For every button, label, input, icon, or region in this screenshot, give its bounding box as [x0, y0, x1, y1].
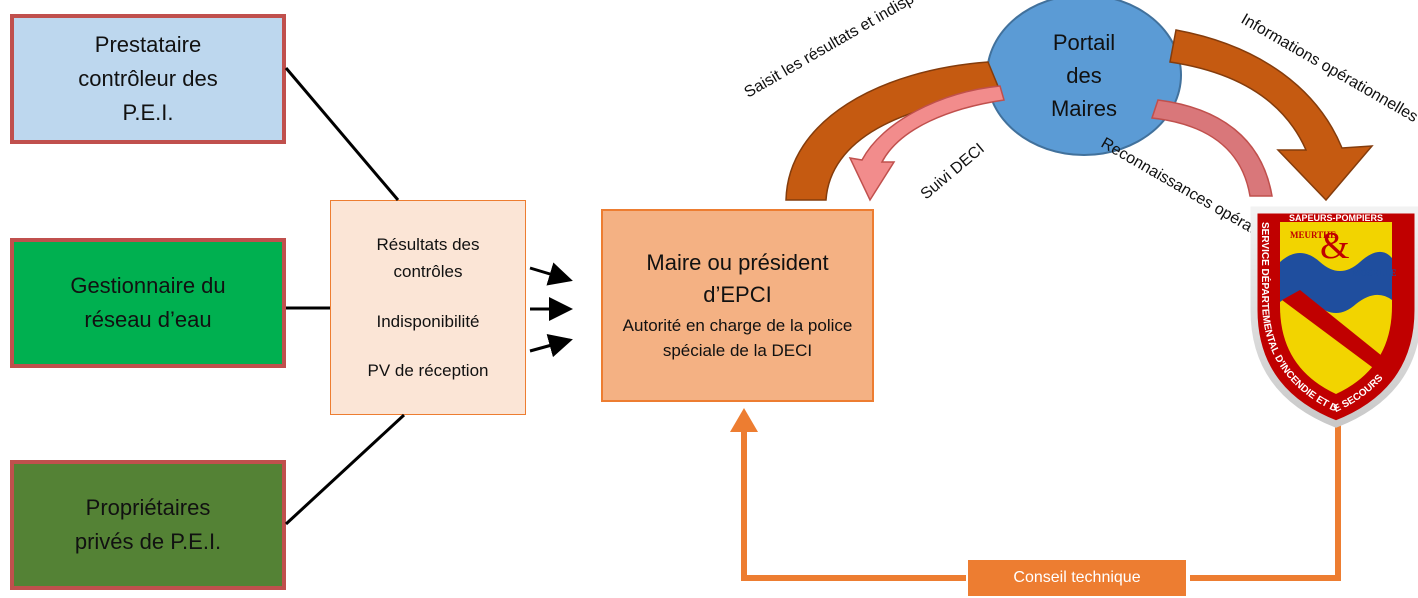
- document-indisponibilite: Indisponibilité: [376, 311, 480, 331]
- documents-box: Résultats des contrôles Indisponibilité …: [330, 200, 526, 415]
- logo-meurthe: MEURTHE: [1290, 230, 1336, 240]
- logo-moselle: MOSELLE: [1352, 268, 1397, 278]
- document-resultats: Résultats des contrôles: [376, 235, 480, 282]
- sdis-logo: SAPEURS-POMPIERS MEURTHE & MOSELLE SERVI…: [1250, 206, 1418, 428]
- conseil-technique-label-box: Conseil technique: [968, 560, 1186, 596]
- maire-title: Maire ou président d’EPCI: [646, 250, 829, 307]
- line-proprietaires-documents: [284, 413, 406, 526]
- conseil-loop-line-left: [741, 428, 966, 581]
- arrow-reconnaissances: [1150, 99, 1273, 197]
- arrow-suivi-deci: [848, 85, 1005, 202]
- conseil-loop-line: [1190, 424, 1341, 581]
- conseil-technique-label: Conseil technique: [1013, 569, 1141, 586]
- arrow-resultats: [529, 262, 573, 286]
- gestionnaire-label: Gestionnaire du réseau d’eau: [70, 272, 226, 332]
- prestataire-label: Prestataire contrôleur des P.E.I.: [78, 31, 218, 126]
- logo-amp: &: [1320, 225, 1350, 267]
- portail-des-maires: Portail des Maires: [986, 0, 1182, 156]
- prestataire-box: Prestataire contrôleur des P.E.I.: [10, 14, 286, 144]
- proprietaires-box: Propriétaires privés de P.E.I.: [10, 460, 286, 590]
- logo-top-text: SAPEURS-POMPIERS: [1289, 213, 1383, 223]
- conseil-arrowhead: [730, 408, 758, 432]
- gestionnaire-box: Gestionnaire du réseau d’eau: [10, 238, 286, 368]
- portail-label: Portail des Maires: [1050, 29, 1117, 121]
- logo-red-stripe: [1282, 290, 1392, 376]
- proprietaires-label: Propriétaires privés de P.E.I.: [74, 494, 222, 554]
- arrow-informations: [1169, 29, 1374, 202]
- maire-box: Maire ou président d’EPCI Autorité en ch…: [601, 209, 874, 402]
- maire-subtitle: Autorité en charge de la police spéciale…: [622, 315, 853, 361]
- arrow-pv: [529, 333, 573, 358]
- line-prestataire-documents: [284, 67, 400, 201]
- document-pv: PV de réception: [367, 360, 489, 380]
- label-suivi-deci: Suivi DECI: [918, 140, 988, 203]
